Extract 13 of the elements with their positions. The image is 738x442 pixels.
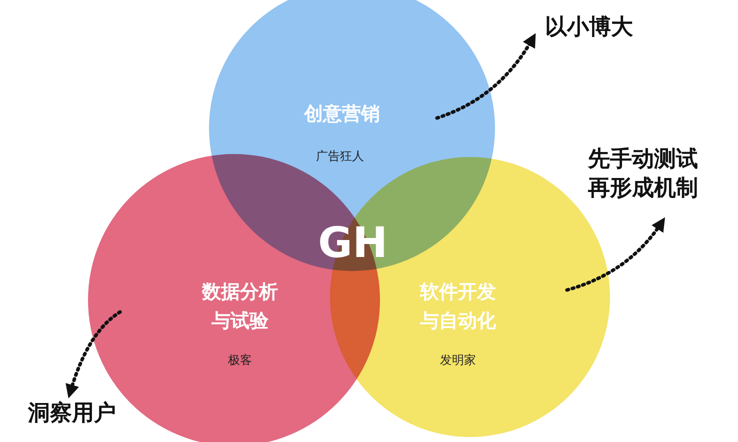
circle-subtitle: 极客 — [227, 352, 253, 369]
circle-title: 数据分析与试验 — [200, 280, 279, 334]
outcome-text: 洞察用户 — [28, 400, 148, 429]
outcome-text: 先手动测试再形成机制 — [588, 146, 706, 204]
curved-arrow — [565, 217, 666, 292]
circle-title: 软件开发与自动化 — [418, 280, 497, 334]
curved-arrow — [435, 33, 536, 120]
center-label: GH — [318, 218, 388, 267]
outcome-text: 以小博大 — [545, 14, 675, 43]
circle-title: 创意营销 — [302, 102, 381, 127]
circle-subtitle: 广告狂人 — [315, 148, 365, 165]
curved-arrow — [66, 310, 122, 398]
circle-subtitle: 发明家 — [439, 352, 477, 369]
